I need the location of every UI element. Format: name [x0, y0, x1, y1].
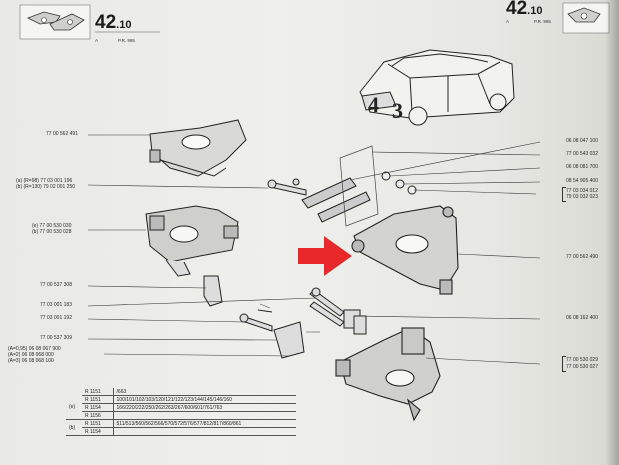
- header-label-pr-left: P.R. 995: [118, 38, 135, 43]
- car-illustration-icon: 4 3: [359, 49, 515, 126]
- part-number-label: (A=0,95) 06 08 067 900: [8, 346, 61, 352]
- washers-icon: [381, 171, 417, 195]
- part-number-label: 77 00 562 491: [46, 131, 78, 137]
- red-arrow-icon: [298, 236, 352, 276]
- thumbnail-left-icon: [19, 4, 91, 40]
- bolt-icon: [267, 178, 307, 196]
- section-number-left: 42.10: [95, 12, 132, 33]
- section-number-right: 42.10: [506, 0, 543, 19]
- dimension-marks: [259, 303, 320, 333]
- part-number-label: 06 08 162 400: [566, 315, 598, 321]
- leader-lines-left: [87, 134, 317, 357]
- part-number-label: 06 08 081 700: [566, 164, 598, 170]
- part-number-label: 79 03 032 023: [566, 194, 598, 200]
- shim-pack-icon: [301, 145, 379, 227]
- table-row: R 1151 /663: [66, 388, 296, 396]
- part-bracket: [562, 356, 566, 372]
- part-number-label: 77 00 530 027: [566, 364, 598, 370]
- part-number-label: 77 03 001 192: [40, 315, 72, 321]
- part-number-label: (e) 77 00 530 030: [32, 223, 72, 229]
- part-bracket: [562, 187, 566, 202]
- part-number-label: (A=3) 06 08 068 100: [8, 358, 54, 364]
- part-number-label: 77 00 537 309: [40, 335, 72, 341]
- header-label-pr-right: P.R. 995: [534, 19, 551, 24]
- upper-control-arm-right-icon: [351, 205, 459, 295]
- header-label-a-right: A: [506, 19, 510, 24]
- svg-text:4: 4: [368, 92, 379, 117]
- part-number-label: 08 54 905 400: [566, 178, 598, 184]
- table-row: R 1154 166/220/222/250/262/263/267/600/6…: [66, 403, 296, 412]
- table-row: (b) R 1151 511/513/560/562/566/570/572/5…: [66, 419, 296, 436]
- part-number-label: (a) (R=98) 77 03 001 196: [16, 178, 73, 184]
- header-label-a-left: A: [95, 38, 99, 43]
- svg-text:3: 3: [392, 98, 403, 123]
- part-number-label: 77 00 562 490: [566, 254, 598, 260]
- part-number-label: 77 00 530 029: [566, 357, 598, 363]
- part-number-label: 77 00 537 308: [40, 282, 72, 288]
- part-number-label: 77 03 034 012: [566, 188, 598, 194]
- table-row: R 1154: [66, 427, 296, 436]
- leader-lines-right: [349, 141, 541, 365]
- part-number-label: 77 00 543 032: [566, 151, 598, 157]
- upper-arm-assembly-icon: [145, 205, 239, 277]
- part-number-label: 77 03 001 183: [40, 302, 72, 308]
- bolts-group-icon: [239, 287, 367, 359]
- part-number-label: (b) (R=130) 79 02 001 250: [16, 184, 76, 190]
- upper-control-arm-icon: [149, 119, 247, 177]
- thumbnail-right-icon: [562, 2, 610, 34]
- table-row: (e) R 1151 100/101/102/103/120/121/122/1…: [66, 395, 296, 420]
- part-number-label: (b) 77 00 530 028: [32, 229, 72, 235]
- applicability-table: R 1151 /663 (e) R 1151 100/101/102/103/1…: [66, 388, 296, 436]
- lower-control-arm-icon: [335, 327, 441, 422]
- table-row: R 1156: [66, 411, 296, 420]
- bracket-icon: [203, 275, 223, 307]
- part-number-label: (A=2) 06 08 068 000: [8, 352, 54, 358]
- part-number-label: 06 08 047 100: [566, 138, 598, 144]
